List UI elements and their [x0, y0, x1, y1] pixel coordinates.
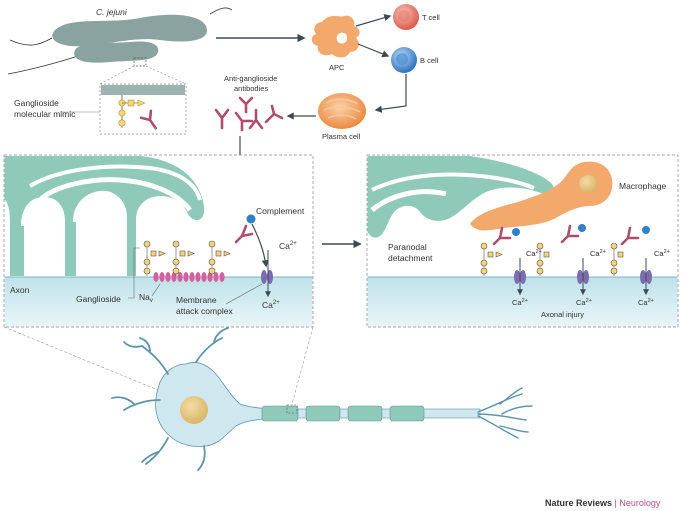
apc-label: APC	[329, 63, 345, 72]
bound-antibody	[234, 224, 254, 244]
ca-label-r1-bottom: Ca2+	[512, 298, 528, 307]
mimic-inset	[99, 83, 187, 135]
arrow-b-cell-to-plasma	[374, 74, 407, 113]
zoom-line-left	[3, 326, 193, 405]
arrow-apc-to-b-cell	[357, 43, 390, 58]
arrow-apc-to-t-cell	[355, 14, 392, 27]
injury-antibodies	[492, 224, 640, 246]
myelinated-axon	[261, 387, 533, 439]
ca-label-r1-top: Ca2+	[526, 249, 542, 258]
zoom-marker	[133, 57, 147, 67]
footer-credit: Nature Reviews | Neurology	[545, 498, 661, 508]
ca-label-bottom: Ca2+	[262, 300, 280, 310]
plasma-cell-label: Plasma cell	[322, 132, 361, 141]
mac-label-2: attack complex	[176, 306, 233, 316]
macrophage-label: Macrophage	[619, 181, 667, 191]
mimic-label-1: Ganglioside	[14, 98, 59, 108]
axon-label: Axon	[10, 285, 30, 295]
antibody-icon	[139, 109, 158, 130]
nav-label: Nav	[139, 292, 153, 304]
b-cell-label: B cell	[420, 56, 439, 65]
c-jejuni-label: C. jejuni	[96, 7, 128, 17]
right-panel	[366, 154, 679, 328]
ganglioside-label: Ganglioside	[76, 294, 121, 304]
complement-icon	[246, 214, 256, 224]
mimic-label-2: molecular mimic	[14, 109, 76, 119]
neuron	[111, 327, 271, 471]
ca-label-r3-top: Ca2+	[654, 249, 670, 258]
macrophage	[470, 161, 613, 231]
c-jejuni-bacteria	[7, 7, 233, 75]
antibodies-label-2: antibodies	[234, 84, 268, 93]
axonal-injury-label: Axonal injury	[541, 310, 584, 319]
t-cell-label: T cell	[422, 13, 440, 22]
ca-label-top: Ca2+	[279, 241, 297, 251]
nav-channels	[153, 272, 225, 282]
ganglioside-chains	[143, 240, 231, 276]
ca-label-r2-bottom: Ca2+	[576, 298, 592, 307]
arrow-complement-to-mac	[251, 223, 269, 268]
injury-gangliosides	[480, 242, 624, 276]
zoom-line-right	[291, 326, 314, 405]
antibodies-label-1: Anti-ganglioside	[224, 74, 277, 83]
anti-ganglioside-antibodies	[214, 96, 284, 132]
left-panel	[3, 154, 314, 328]
injury-complement	[512, 224, 650, 236]
node-zoom-marker	[286, 404, 298, 414]
mac-label-1: Membrane	[176, 295, 217, 305]
ca-label-r2-top: Ca2+	[590, 249, 606, 258]
complement-label: Complement	[256, 206, 305, 216]
paranodal-label-1: Paranodal	[388, 242, 427, 252]
paranodal-label-2: detachment	[388, 253, 433, 263]
apc-cell	[311, 15, 360, 58]
injury-mac-channels	[514, 270, 652, 284]
ca-label-r3-bottom: Ca2+	[638, 298, 654, 307]
